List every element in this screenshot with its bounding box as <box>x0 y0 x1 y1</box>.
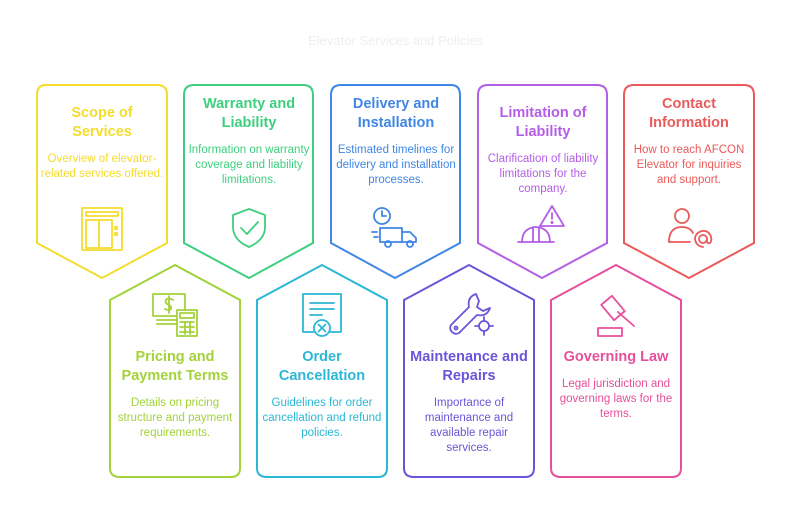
card-title: Contact Information <box>649 96 729 131</box>
card-delivery-and-installation: Delivery and Installation Estimated time… <box>334 95 458 188</box>
card-title: Order Cancellation <box>278 349 366 384</box>
money-calculator-icon <box>152 293 198 337</box>
card-description: Estimated timelines for delivery and ins… <box>336 144 456 186</box>
card-title: Scope of Services <box>71 105 133 140</box>
wrench-icon <box>449 293 494 336</box>
warning-helmet-icon <box>517 205 565 243</box>
card-maintenance-and-repairs: Maintenance and Repairs Importance of ma… <box>407 348 531 456</box>
card-description: Guidelines for order cancellation and re… <box>262 397 382 439</box>
card-title: Governing Law <box>563 349 669 365</box>
card-description: Clarification of liability limitations f… <box>487 153 599 195</box>
card-description: Details on pricing structure and payment… <box>117 397 233 439</box>
card-contact-information: Contact Information How to reach AFCON E… <box>627 95 751 188</box>
page-title: Elevator Services and Policies <box>308 33 483 48</box>
card-shape-pricing <box>109 263 241 478</box>
card-title: Pricing and Payment Terms <box>121 349 229 384</box>
card-shape-contact <box>623 84 755 280</box>
card-shape-delivery <box>330 84 461 280</box>
card-description: Overview of elevator-related services of… <box>40 153 164 180</box>
card-warranty-and-liability: Warranty and Liability Information on wa… <box>187 95 311 188</box>
card-title: Delivery and Installation <box>352 96 440 131</box>
card-title: Warranty and Liability <box>202 96 296 131</box>
card-shape-limitation <box>477 84 608 280</box>
card-shape-scope <box>36 84 168 280</box>
delivery-truck-icon <box>371 207 417 248</box>
card-shape-cancellation <box>256 263 388 478</box>
card-pricing-and-payment-terms: Pricing and Payment Terms Details on pri… <box>113 348 237 441</box>
card-description: Legal jurisdiction and governing laws fo… <box>559 378 673 420</box>
user-at-icon <box>668 208 713 248</box>
card-scope-of-services: Scope of Services Overview of elevator-r… <box>40 104 164 182</box>
card-shape-maintenance <box>403 263 535 478</box>
card-order-cancellation: Order Cancellation Guidelines for order … <box>260 348 384 441</box>
card-shape-governing <box>550 263 682 478</box>
shield-check-icon <box>232 208 266 248</box>
elevator-icon <box>81 207 123 251</box>
card-description: How to reach AFCON Elevator for inquirie… <box>633 144 745 186</box>
card-title: Limitation of Liability <box>499 105 587 140</box>
gavel-icon <box>597 294 635 337</box>
card-description: Importance of maintenance and available … <box>424 397 514 454</box>
card-description: Information on warranty coverage and lia… <box>188 144 310 186</box>
cancel-document-icon <box>302 293 342 337</box>
card-title: Maintenance and Repairs <box>410 349 528 384</box>
card-shape-warranty <box>183 84 314 280</box>
card-limitation-of-liability: Limitation of Liability Clarification of… <box>481 104 605 197</box>
card-governing-law: Governing Law Legal jurisdiction and gov… <box>554 348 678 422</box>
